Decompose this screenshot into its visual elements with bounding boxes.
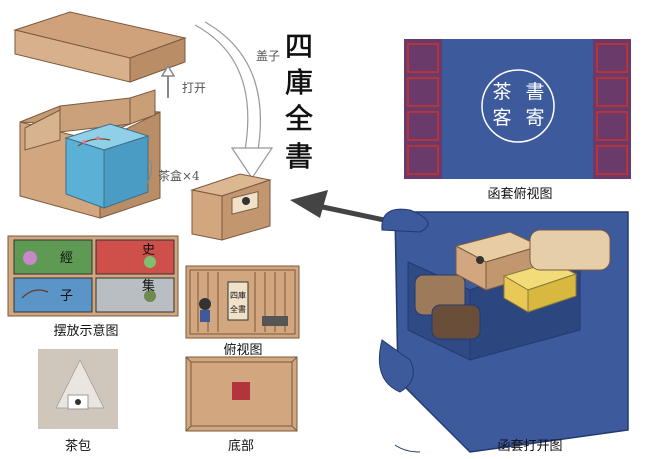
- tea-box-pointer-icon: [144, 159, 153, 189]
- case-top-view: 書 寄 茶 客: [404, 39, 631, 179]
- seal-char: 寄: [525, 107, 544, 129]
- tea-box-count-annotation: 茶盒×4: [158, 168, 200, 183]
- caption-bottom: 底部: [228, 438, 254, 454]
- caption-top-view: 俯视图: [223, 342, 262, 358]
- box-label: 全書: [230, 304, 246, 314]
- tea-card-label: 史: [142, 243, 155, 258]
- title-char: 庫: [285, 66, 313, 99]
- closed-box-illustration: [190, 173, 272, 241]
- title-char: 四: [285, 30, 313, 63]
- title-char: 書: [285, 140, 313, 173]
- seal-char: 茶: [492, 81, 511, 103]
- arrangement-diagram: 經 史 子 集: [7, 235, 179, 317]
- seal-char: 書: [525, 81, 544, 103]
- case-open-view: [378, 208, 629, 453]
- seal-circle: [481, 69, 555, 143]
- lid-illustration: [13, 11, 187, 83]
- caption-arrangement: 摆放示意图: [53, 323, 118, 339]
- lid-pointer-arrow-icon: [194, 21, 274, 180]
- tea-bag-illustration: [38, 349, 118, 429]
- blue-tea-box-illustration: [64, 123, 150, 209]
- top-view-diagram: 四庫 全書: [185, 265, 300, 339]
- caption-case-open-view: 函套打开图: [497, 438, 562, 454]
- caption-tea-bag: 茶包: [65, 438, 91, 454]
- tea-card-label: 集: [142, 278, 155, 294]
- bottom-view-diagram: [185, 356, 298, 432]
- title-char: 全: [285, 102, 313, 135]
- tea-card-label: 經: [60, 251, 73, 266]
- box-label: 四庫: [230, 290, 246, 300]
- open-arrow-icon: [160, 64, 176, 98]
- open-annotation: 打开: [182, 81, 206, 95]
- lid-annotation: 盖子: [256, 49, 280, 63]
- tea-card-label: 子: [60, 289, 73, 304]
- seal-stamp-icon: [232, 382, 250, 400]
- seal-char: 客: [492, 107, 511, 129]
- vertical-title: 四 庫 全 書: [285, 30, 314, 174]
- caption-case-top-view: 函套俯视图: [487, 186, 552, 202]
